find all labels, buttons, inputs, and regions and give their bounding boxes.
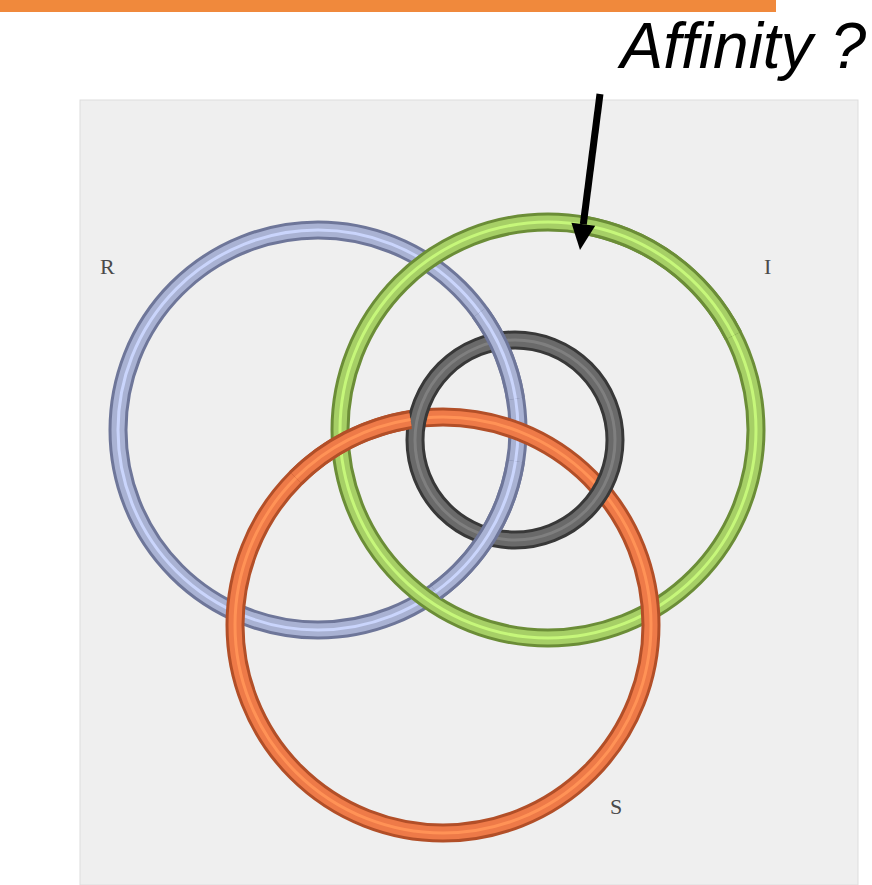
pointer-shaft	[583, 94, 600, 224]
orange-ring	[235, 417, 651, 833]
ring-stroke	[296, 420, 411, 478]
ring-letter: S	[610, 796, 622, 818]
ring-stroke	[118, 230, 518, 630]
green-ring	[581, 225, 734, 336]
blue-ring	[118, 230, 518, 630]
ring-letter: R	[100, 256, 115, 278]
ring-stroke	[581, 225, 734, 336]
blue-ring	[436, 461, 516, 592]
callout-text: Affinity ?	[621, 14, 866, 78]
ring-letter: I	[764, 256, 771, 278]
ring-stroke	[480, 312, 516, 398]
ring-stroke	[480, 312, 516, 398]
ring-stroke	[581, 225, 734, 336]
ring-stroke	[235, 417, 651, 833]
image-panel	[80, 100, 858, 885]
header-bar	[0, 0, 776, 12]
ring-stroke	[118, 230, 518, 630]
ring-stroke	[436, 461, 516, 592]
ring-stroke	[235, 417, 651, 833]
ring-stroke	[235, 417, 651, 833]
orange-ring	[296, 420, 411, 478]
ring-stroke	[480, 312, 516, 398]
ring-stroke	[118, 230, 518, 630]
blue-ring	[480, 312, 516, 398]
pointer-head	[571, 223, 595, 250]
ring-stroke	[296, 420, 411, 478]
ring-stroke	[436, 461, 516, 592]
pointer-arrow	[571, 94, 600, 250]
ring-group	[118, 222, 756, 833]
ring-stroke	[436, 461, 516, 592]
ring-stroke	[581, 225, 734, 336]
ring-stroke	[296, 420, 411, 478]
